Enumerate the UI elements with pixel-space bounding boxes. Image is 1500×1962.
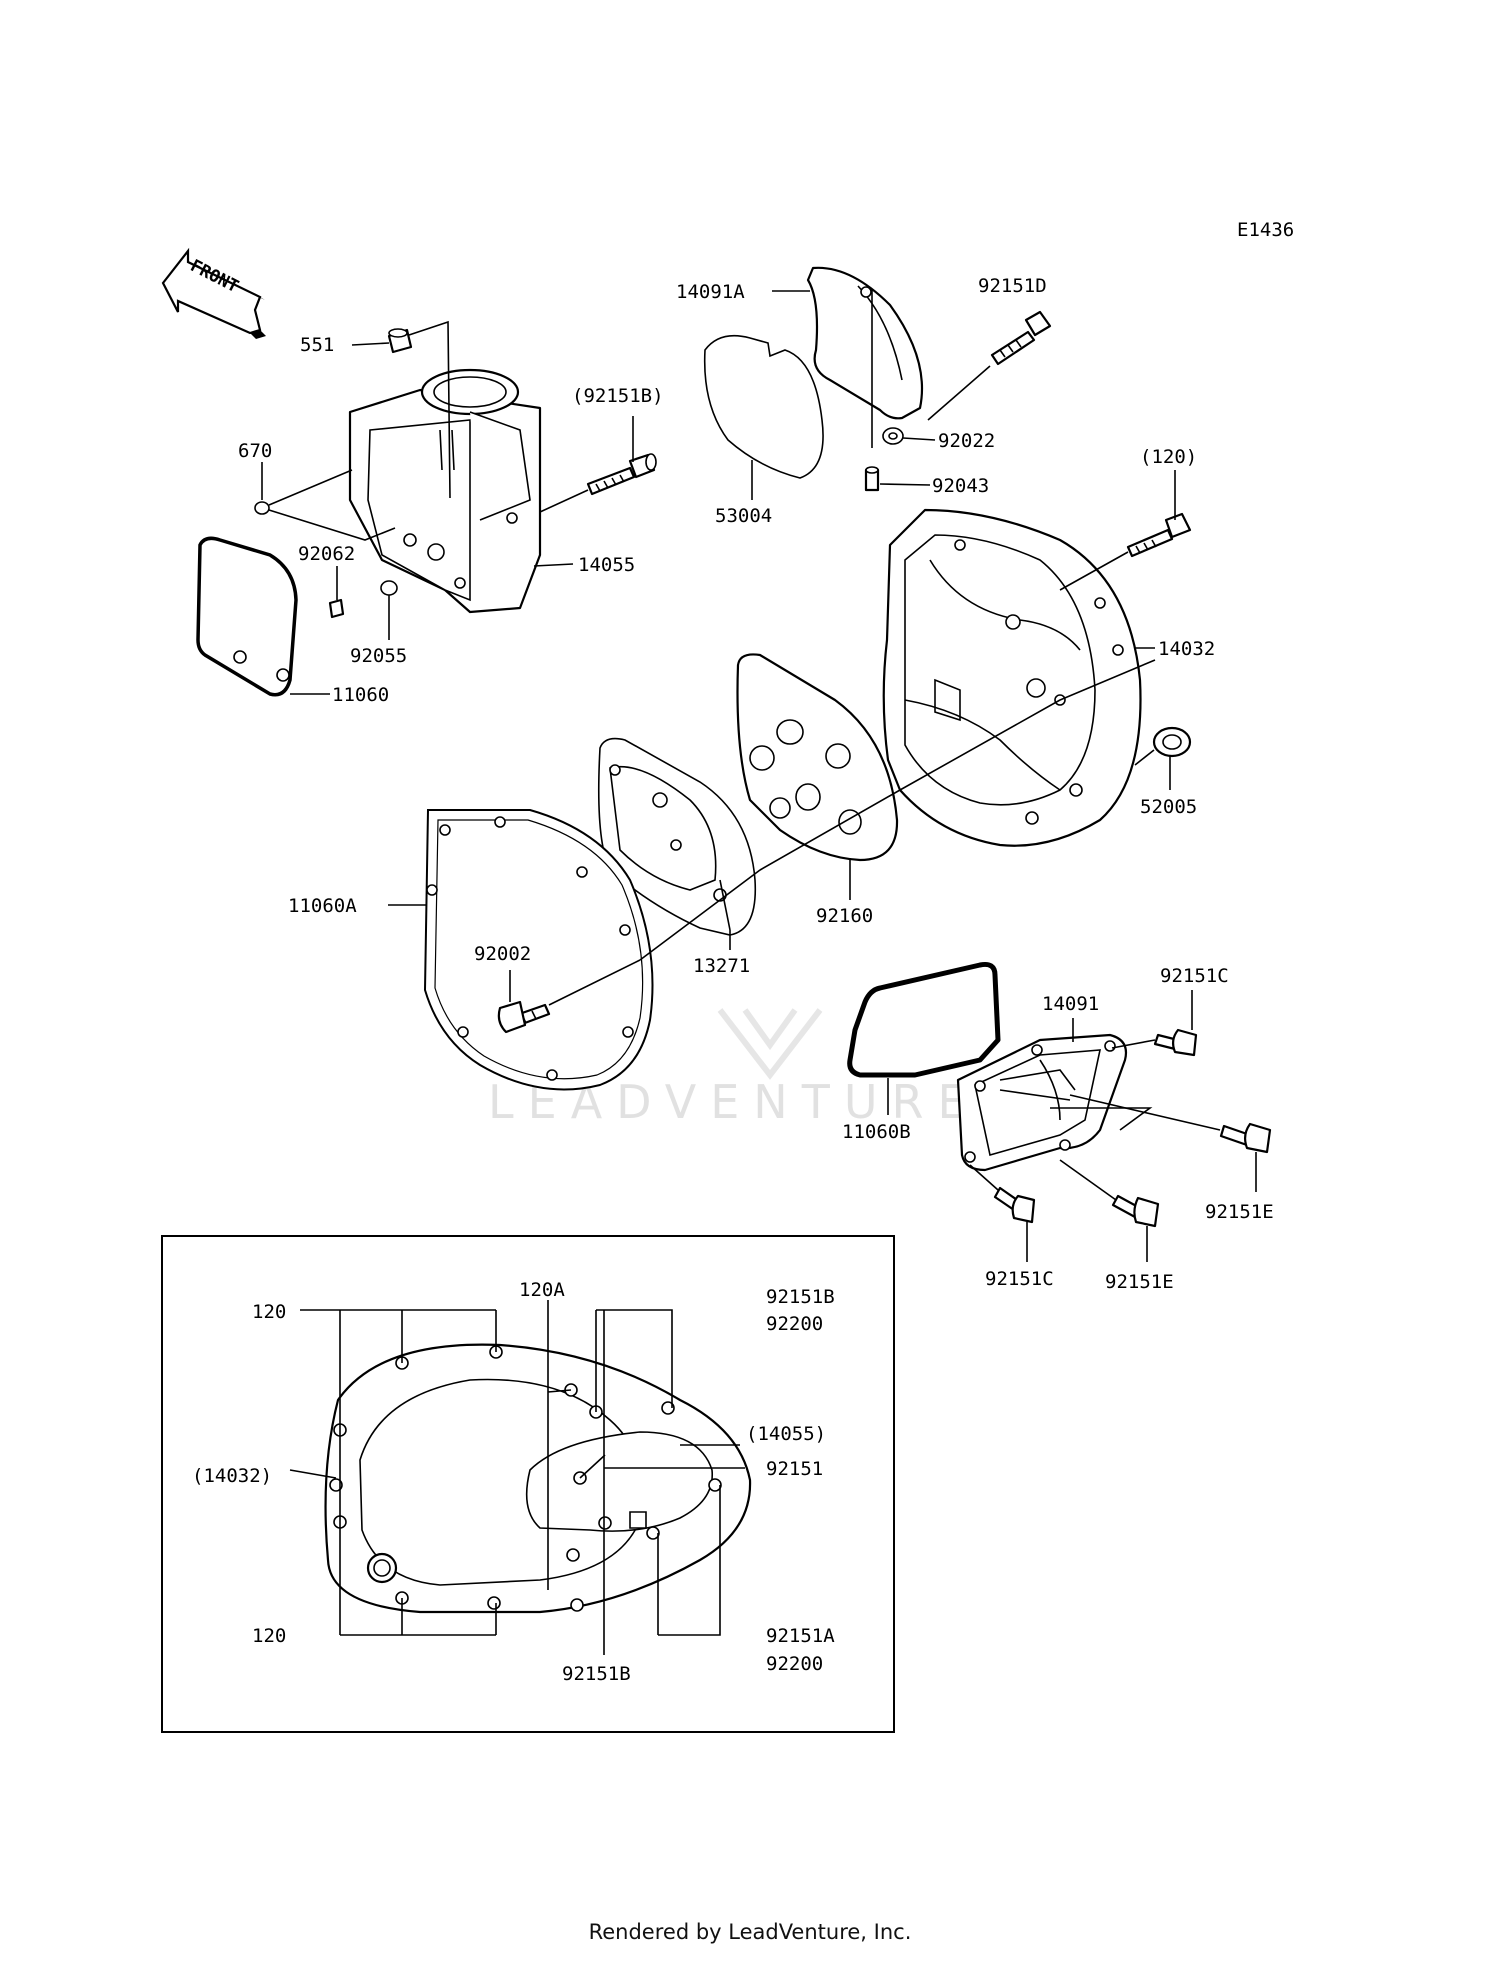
- watermark-logo: [717, 1008, 823, 1080]
- label-92151D: 92151D: [978, 275, 1047, 297]
- label-120-paren: (120): [1140, 446, 1197, 468]
- diagram-code: E1436: [1237, 219, 1294, 241]
- label-14032: 14032: [1158, 638, 1215, 660]
- inset-label-120A: 120A: [519, 1279, 565, 1301]
- part-92151D-bolt: [990, 310, 1052, 366]
- inset-label-92200-bot: 92200: [766, 1653, 823, 1675]
- part-92002-bolt: [497, 1000, 551, 1034]
- part-92151E-bolt-a: [1219, 1122, 1272, 1154]
- part-92151B-bolt: [586, 453, 657, 496]
- inset-label-92200-top: 92200: [766, 1313, 823, 1335]
- label-13271: 13271: [693, 955, 750, 977]
- label-14055: 14055: [578, 554, 635, 576]
- label-11060: 11060: [332, 684, 389, 706]
- part-14055-housing: [348, 368, 542, 614]
- part-92151C-bolt-a: [1153, 1028, 1198, 1057]
- part-92151E-bolt-b: [1111, 1194, 1160, 1228]
- inset-cover-assembly: [324, 1343, 752, 1614]
- label-92002: 92002: [474, 943, 531, 965]
- inset-label-92151: 92151: [766, 1458, 823, 1480]
- label-11060B: 11060B: [842, 1121, 911, 1143]
- part-52005-seal: [1152, 726, 1192, 758]
- front-arrow-icon: FRONT: [161, 247, 266, 339]
- part-14091A-cover: [806, 266, 924, 448]
- label-92022: 92022: [938, 430, 995, 452]
- label-92055: 92055: [350, 645, 407, 667]
- label-14091: 14091: [1042, 993, 1099, 1015]
- part-92055-oring: [380, 580, 398, 596]
- label-52005: 52005: [1140, 796, 1197, 818]
- label-92151C-a: 92151C: [1160, 965, 1229, 987]
- label-551: 551: [300, 334, 334, 356]
- inset-label-120-top: 120: [252, 1301, 286, 1323]
- part-92043-collar: [864, 466, 880, 492]
- label-53004: 53004: [715, 505, 772, 527]
- inset-label-14032-paren: (14032): [192, 1465, 272, 1487]
- label-11060A: 11060A: [288, 895, 357, 917]
- part-11060B-gasket: [847, 962, 1001, 1078]
- part-11060-gasket: [196, 536, 298, 697]
- part-14091-cover: [956, 1033, 1128, 1172]
- inset-label-92151B-top: 92151B: [766, 1286, 835, 1308]
- part-551-dowel: [387, 328, 413, 354]
- label-92043: 92043: [932, 475, 989, 497]
- label-92151E-b: 92151E: [1105, 1271, 1174, 1293]
- label-670: 670: [238, 440, 272, 462]
- inset-frame: [161, 1235, 895, 1733]
- label-92151B-paren: (92151B): [572, 385, 664, 407]
- label-92151E-a: 92151E: [1205, 1201, 1274, 1223]
- inset-label-92151A: 92151A: [766, 1625, 835, 1647]
- inset-label-14055-paren: (14055): [746, 1423, 826, 1445]
- label-92160: 92160: [816, 905, 873, 927]
- part-11060A-gasket: [423, 809, 654, 1091]
- part-670-oring: [254, 501, 270, 515]
- label-92151C-b: 92151C: [985, 1268, 1054, 1290]
- label-92062: 92062: [298, 543, 355, 565]
- part-92160-plate: [736, 653, 899, 862]
- inset-label-120-bot: 120: [252, 1625, 286, 1647]
- label-14091A: 14091A: [676, 281, 745, 303]
- inset-label-92151B-bot: 92151B: [562, 1663, 631, 1685]
- part-92062-dowel: [328, 598, 345, 619]
- part-92151C-bolt-b: [993, 1186, 1036, 1224]
- part-53004-pad: [703, 334, 824, 479]
- part-120-bolt: [1126, 512, 1192, 558]
- footer-credit: Rendered by LeadVenture, Inc.: [588, 1920, 912, 1944]
- part-14032-cover: [882, 508, 1142, 847]
